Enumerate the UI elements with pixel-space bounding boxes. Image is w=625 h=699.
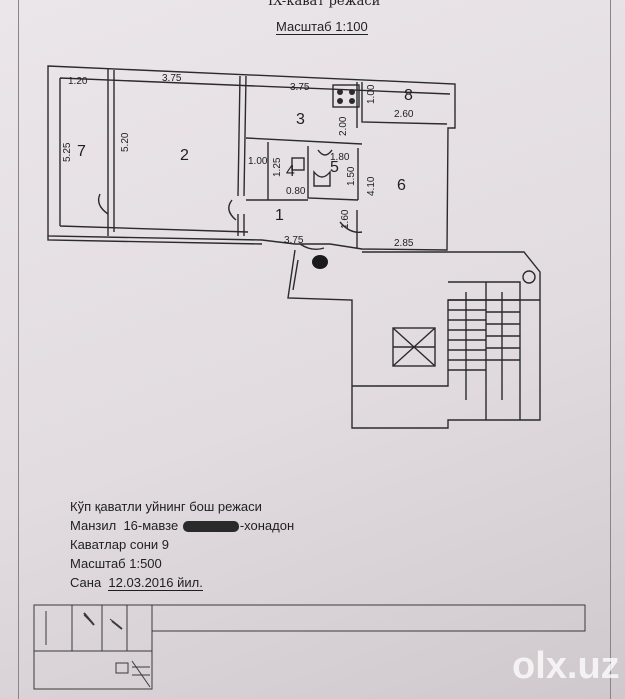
- site-plan-miniature: [33, 604, 586, 690]
- legend-floors: Каватлар сони 9: [70, 537, 169, 552]
- dim-wc-depth: 1.25: [272, 157, 283, 177]
- dim-room8-depth: 1.00: [366, 84, 377, 104]
- dim-wc-width: 0.80: [286, 186, 306, 197]
- room-number-7: 7: [77, 143, 86, 160]
- dim-bath-width: 1.80: [330, 152, 350, 163]
- dim-hall-width: 1.00: [248, 156, 268, 167]
- legend-scale: Масштаб 1:500: [70, 556, 162, 571]
- room-number-3: 3: [296, 111, 305, 128]
- dim-room3-depth: 2.00: [338, 116, 349, 136]
- dim-room6-depth: 4.10: [366, 176, 377, 196]
- redaction-mark: [312, 255, 328, 269]
- dim-bath-depth: 1.50: [346, 166, 357, 186]
- legend-address-suffix: -хонадон: [239, 518, 295, 533]
- dim-room3-width: 3.75: [290, 82, 310, 93]
- room-numbers: 1 2 3 4 5 6 7 8: [77, 87, 413, 224]
- legend-date-row: Сана 12.03.2016 йил.: [70, 573, 294, 592]
- dim-room8-width: 2.60: [394, 109, 414, 120]
- room-number-6: 6: [397, 177, 406, 194]
- dim-room1-width: 3.75: [284, 235, 304, 246]
- legend-date-value: 12.03.2016 йил.: [108, 575, 203, 591]
- room-number-4: 4: [286, 163, 295, 180]
- dim-room2-depth: 5.20: [120, 132, 131, 152]
- legend-address-row: Манзил 16-мавзе -хонадон: [70, 516, 294, 535]
- room-number-1: 1: [275, 207, 284, 224]
- site-plan-legend: Кўп қаватли уйнинг бош режаси Манзил 16-…: [70, 497, 294, 592]
- legend-address-label: Манзил: [70, 518, 117, 533]
- walls: [47, 65, 541, 429]
- dim-room7-width: 1.20: [68, 76, 88, 87]
- legend-title: Кўп қаватли уйнинг бош режаси: [70, 499, 262, 514]
- address-redaction: [182, 521, 239, 533]
- room-number-8: 8: [404, 87, 413, 104]
- legend-address-value: 16-мавзе: [123, 518, 179, 533]
- floor-scale: Масштаб 1:100: [276, 19, 368, 35]
- dim-door-width: 1.60: [340, 209, 351, 229]
- stove-burners: [337, 89, 355, 104]
- dimension-labels: 1.20 3.75 3.75 1.00 2.60 5.25 5.20 2.00 …: [62, 73, 414, 249]
- dim-room6-width: 2.85: [394, 238, 414, 249]
- legend-date-label: Сана: [70, 575, 102, 590]
- room-number-2: 2: [180, 147, 189, 164]
- dim-room7-depth: 5.25: [62, 142, 73, 162]
- watermark-text: olx.uz: [512, 645, 620, 687]
- olx-watermark: olx.uz: [512, 645, 620, 687]
- floor-title: IX-кават режаси: [268, 0, 381, 9]
- sheet-border-right: [610, 0, 611, 699]
- dim-room2-width: 3.75: [162, 73, 182, 84]
- room-number-5: 5: [330, 159, 339, 176]
- sheet-border-left: [18, 0, 19, 699]
